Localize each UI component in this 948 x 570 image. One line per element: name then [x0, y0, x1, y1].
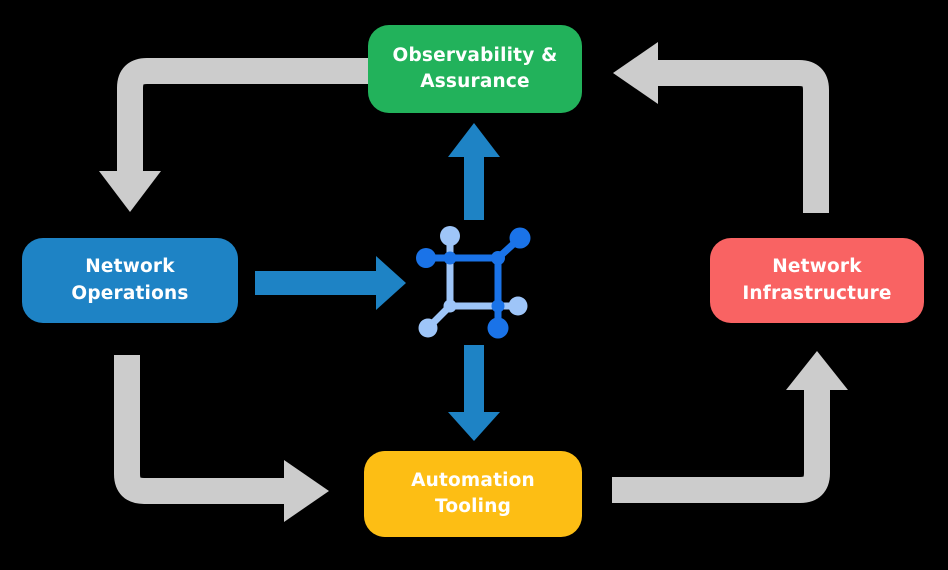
network-mesh-icon — [416, 226, 531, 339]
node-label: Observability & Assurance — [393, 43, 558, 96]
node-label-line: Operations — [71, 282, 189, 304]
node-network-operations: Network Operations — [22, 238, 238, 323]
data-arrow-operations-to-center — [255, 256, 406, 310]
arrowhead-up-icon — [786, 351, 848, 390]
flow-arrow-observability-to-operations — [99, 58, 370, 212]
node-label: Automation Tooling — [411, 468, 535, 521]
arrow-pipe — [656, 60, 829, 213]
node-label: Network Operations — [71, 254, 188, 307]
arrowhead-down-icon — [99, 171, 161, 212]
node-label: Network Infrastructure — [742, 254, 891, 307]
node-label-line: Infrastructure — [742, 282, 892, 304]
mesh-dark-nodes — [416, 227, 531, 339]
node-automation-tooling: Automation Tooling — [364, 451, 582, 537]
flow-arrow-infrastructure-to-observability — [613, 42, 829, 213]
node-label-line: Network — [85, 256, 175, 278]
arrow-pipe — [612, 390, 830, 503]
node-label-line: Automation — [411, 469, 535, 491]
data-arrow-center-to-observability — [448, 123, 500, 220]
arrow-pipe — [114, 355, 286, 504]
node-label-line: Assurance — [420, 71, 530, 92]
data-arrow-center-to-automation — [448, 345, 500, 441]
mesh-light-nodes — [418, 226, 528, 338]
node-label-line: Tooling — [434, 496, 512, 517]
arrowhead-left-icon — [613, 42, 658, 104]
node-label-line: Observability & — [392, 44, 558, 66]
node-network-infrastructure: Network Infrastructure — [710, 238, 924, 323]
flow-arrow-operations-to-automation — [114, 355, 329, 522]
node-label-line: Network — [772, 256, 862, 278]
flow-arrow-automation-to-infrastructure — [612, 351, 848, 503]
node-observability-assurance: Observability & Assurance — [368, 25, 582, 113]
arrow-pipe — [117, 58, 370, 173]
arrowhead-right-icon — [284, 460, 329, 522]
